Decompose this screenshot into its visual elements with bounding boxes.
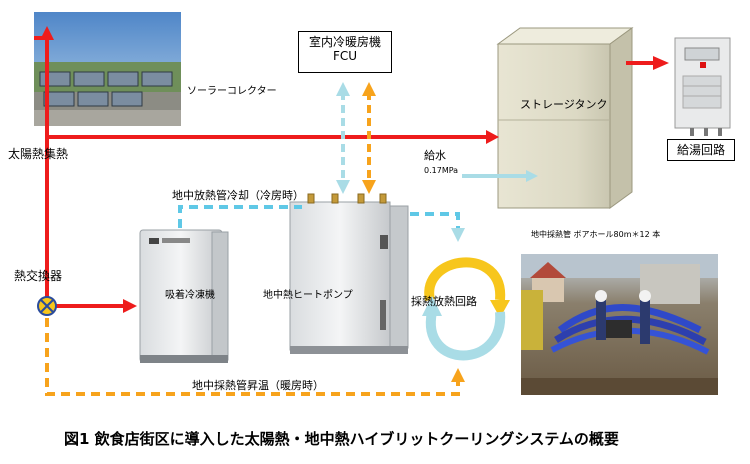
ground-cooling-arrow (451, 228, 465, 242)
solar-collector-label: ソーラーコレクター (187, 86, 277, 97)
water-heater-drawing (674, 37, 731, 136)
water-pressure-label: 0.17MPa (424, 166, 459, 175)
ground-heating-label: 地中採熱管昇温（暖房時） (192, 379, 324, 392)
heat-circuit-label: 採熱放熱回路 (411, 295, 477, 308)
heat-exchanger-icon (37, 296, 57, 316)
ground-heating-arrow (451, 368, 465, 382)
solar-arrow-tank (486, 130, 499, 144)
indoor-unit-box: 室内冷暖房機 FCU (298, 31, 392, 73)
solar-arrow-chiller (123, 299, 137, 313)
hot-water-arrow (653, 56, 669, 70)
heat-pump-label: 地中熱ヒートポンプ (263, 290, 353, 301)
circuit-orange-arrowhead (490, 300, 510, 318)
borehole-site-photo (521, 254, 718, 395)
storage-tank-label: ストレージタンク (520, 98, 608, 111)
ground-heating-pipe (45, 318, 460, 396)
heat-pump-drawing (289, 193, 409, 354)
ground-cooling-label: 地中放熱管冷却（冷房時） (172, 189, 304, 202)
absorption-chiller-label: 吸着冷凍機 (165, 290, 215, 301)
water-supply-label: 給水 (424, 149, 446, 162)
storage-tank-drawing (496, 27, 634, 209)
fcu-warm-arrow-up (362, 82, 376, 96)
heat-exchanger-label: 熱交換器 (14, 269, 63, 283)
figure-caption: 図1 飲食店街区に導入した太陽熱・地中熱ハイブリットクーリングシステムの概要 (64, 430, 619, 448)
circuit-orange-arc (424, 257, 506, 302)
solar-collector-photo (34, 12, 181, 126)
water-supply-arrow (526, 170, 538, 182)
indoor-unit-fcu: FCU (332, 48, 358, 63)
circuit-blue-arc (425, 310, 506, 361)
fcu-warm-arrow-down (362, 180, 376, 194)
circuit-blue-arrowhead (422, 296, 442, 316)
borehole-label: 地中採熱管 ボアホール80m＊12 本 (531, 230, 661, 239)
absorption-chiller-drawing (139, 229, 229, 363)
fcu-cool-arrow-down (336, 180, 350, 194)
ground-cooling-pipe-right (410, 212, 460, 230)
solar-heat-collection-label: 太陽熱集熱 (8, 147, 69, 161)
hot-water-circuit-box: 給湯回路 (667, 139, 735, 161)
indoor-unit-title: 室内冷暖房機 (308, 35, 381, 49)
fcu-cool-arrow-up (336, 82, 350, 96)
ground-cooling-pipe (178, 205, 302, 228)
solar-arrow-up (40, 26, 54, 40)
